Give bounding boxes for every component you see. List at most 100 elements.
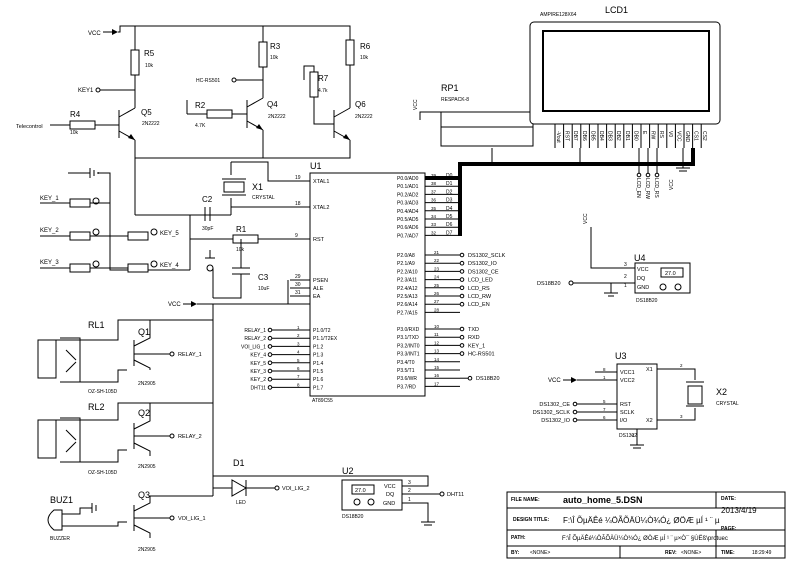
- u1-pin-number: 9: [295, 233, 298, 239]
- svg-text:30pF: 30pF: [202, 226, 213, 232]
- u1-port2-net: LCD_LED: [468, 278, 493, 284]
- u1-pin-name: P1.0/T2: [313, 328, 331, 334]
- u1-pin-number: 39: [431, 173, 437, 178]
- svg-text:DQ: DQ: [637, 276, 646, 282]
- svg-text:DHT11: DHT11: [447, 492, 464, 498]
- u1-port2-net: DS1302_IO: [468, 261, 497, 267]
- u3-pin-number: 6: [603, 415, 606, 420]
- u1-port3-net: RXD: [468, 335, 480, 341]
- u1-pin-name: P0.0/AD0: [397, 176, 419, 182]
- svg-text:GND: GND: [383, 501, 395, 507]
- svg-text:U4: U4: [634, 253, 646, 263]
- u1-pin-number: 27: [434, 299, 440, 304]
- svg-text:10uF: 10uF: [258, 286, 269, 292]
- u1-pin-name: P0.6/AD6: [397, 225, 419, 231]
- u1-pin-name: P2.4/A12: [397, 286, 418, 292]
- lcd-pin-name: V0: [667, 131, 673, 137]
- u1-pin-name: P2.0/A8: [397, 253, 415, 259]
- svg-text:2N2222: 2N2222: [355, 114, 373, 120]
- net-label-telecontrol: Telecontrol: [16, 124, 43, 130]
- svg-text:R5: R5: [144, 49, 155, 58]
- capacitor-c2: C2 30pF: [202, 195, 213, 232]
- svg-text:AMPIRE128X64: AMPIRE128X64: [540, 12, 577, 18]
- resistor-r4-value: 10k: [70, 130, 79, 136]
- transistor-q6: Q6 2N2222: [333, 100, 373, 141]
- relay-rl2: RL2 OZ-SH-105D: [37, 402, 213, 476]
- resistor-r3-value: 10k: [270, 55, 279, 61]
- svg-text:Q2: Q2: [138, 408, 150, 418]
- u1-pin-number: 16: [434, 373, 440, 378]
- u3-pin-number: 2: [680, 363, 683, 368]
- u1-port1-net: RELAY_2: [244, 336, 266, 342]
- u1-port2-net: DS1302_CE: [468, 269, 499, 275]
- u3-pin-number: 1: [603, 375, 606, 380]
- transistor-q2: Q2 2N2905 RELAY_2: [133, 403, 202, 470]
- svg-text:F:\Î ÕµÄÊé ¼ÖÃÕÄÜ¼Ò¾Ó¿ ØÖÆ µÍ: F:\Î ÕµÄÊé ¼ÖÃÕÄÜ¼Ò¾Ó¿ ØÖÆ µÍ ¹ ¨ µ: [563, 516, 720, 525]
- u1-pin-name: P1.6: [313, 377, 324, 383]
- u1-pin-number: 14: [434, 357, 440, 362]
- svg-text:2: 2: [408, 488, 411, 494]
- svg-text:VCC: VCC: [168, 302, 181, 308]
- data-bus: [425, 148, 695, 180]
- resistor-r1: [232, 234, 259, 244]
- u1-pin-number: 5: [297, 358, 300, 363]
- svg-text:GND: GND: [637, 285, 649, 291]
- u1-port1-net: KEY_2: [250, 377, 266, 383]
- svg-text:F:\Î ÕµÄÊé¼ÖÃÕÄÜ¼Ò¾Ó¿ ØÖÆ µÍ ¹: F:\Î ÕµÄÊé¼ÖÃÕÄÜ¼Ò¾Ó¿ ØÖÆ µÍ ¹ ¨ µ×Ò¯ §Ù…: [562, 534, 728, 542]
- svg-text:27.0: 27.0: [665, 271, 676, 277]
- u3-pin-number: 4: [632, 433, 635, 438]
- net-label-key1: KEY1: [78, 87, 101, 94]
- svg-text:DS18B20: DS18B20: [537, 281, 561, 287]
- svg-text:LCD1: LCD1: [605, 5, 628, 15]
- u1-port1-net: KEY_3: [250, 369, 266, 375]
- u3-pin-number: 7: [603, 407, 606, 412]
- u1-pin-name: P1.4: [313, 361, 324, 367]
- lcd-pin-name: DB0: [632, 131, 638, 141]
- svg-text:Q5: Q5: [141, 108, 152, 117]
- svg-text:C2: C2: [202, 195, 213, 204]
- svg-text:FILE NAME:: FILE NAME:: [511, 497, 540, 503]
- u1-pin-number: 7: [297, 374, 300, 379]
- bus-line-label: D4: [446, 206, 453, 212]
- resistor-r4-label: R4: [70, 110, 81, 119]
- svg-text:Q4: Q4: [267, 100, 278, 109]
- lcd-pin-name: DB7: [572, 131, 578, 141]
- lcd-pin-name: CS2: [701, 131, 707, 141]
- u1-pin-number: 38: [431, 181, 437, 186]
- u1-port3-net: HC-RS501: [468, 352, 495, 358]
- lcd-net-label: LCD_RS: [653, 178, 659, 198]
- buzzer-buz1: BUZ1 BUZZER: [47, 495, 127, 542]
- svg-text:C3: C3: [258, 273, 269, 282]
- resistor-r6: [345, 39, 355, 66]
- sensor-u4: VCC U4 VCC DQ GND 27.0 DS18B20 3 2 1 DS1…: [537, 213, 691, 304]
- u1-pin-name: P2.1/A9: [397, 261, 415, 267]
- svg-text:<NONE>: <NONE>: [681, 550, 701, 556]
- svg-text:RL2: RL2: [88, 402, 105, 412]
- svg-text:VOI_LIG_2: VOI_LIG_2: [282, 486, 310, 492]
- svg-text:KEY1: KEY1: [78, 88, 94, 94]
- resistor-r6-value: 10k: [360, 55, 369, 61]
- u1-pin-number: 33: [431, 222, 437, 227]
- svg-text:3: 3: [624, 262, 627, 268]
- svg-text:2N2905: 2N2905: [138, 464, 156, 470]
- svg-text:KEY_2: KEY_2: [40, 228, 59, 234]
- u1-pin-name: P2.7/A15: [397, 310, 418, 316]
- u3-net-label: DS1302_IO: [541, 418, 570, 424]
- u1-pin-name: PSEN: [313, 278, 328, 284]
- u1-pin-number: 23: [434, 266, 440, 271]
- svg-text:TIME:: TIME:: [721, 550, 735, 556]
- transistor-q1: Q1 2N2905 RELAY_1: [133, 320, 202, 387]
- resistor-r2-label: R2: [195, 101, 206, 110]
- capacitor-c3: C3 10uF: [232, 267, 269, 292]
- u1-pin-name: ALE: [313, 286, 324, 292]
- u1-pin-number: 6: [297, 366, 300, 371]
- svg-text:BUZZER: BUZZER: [50, 536, 70, 542]
- svg-text:DESIGN TITLE:: DESIGN TITLE:: [513, 517, 549, 523]
- u1-pin-name: P0.1/AD1: [397, 184, 419, 190]
- u3-pin-name: VCC2: [620, 378, 635, 384]
- lcd-pin-name: RS: [658, 131, 664, 139]
